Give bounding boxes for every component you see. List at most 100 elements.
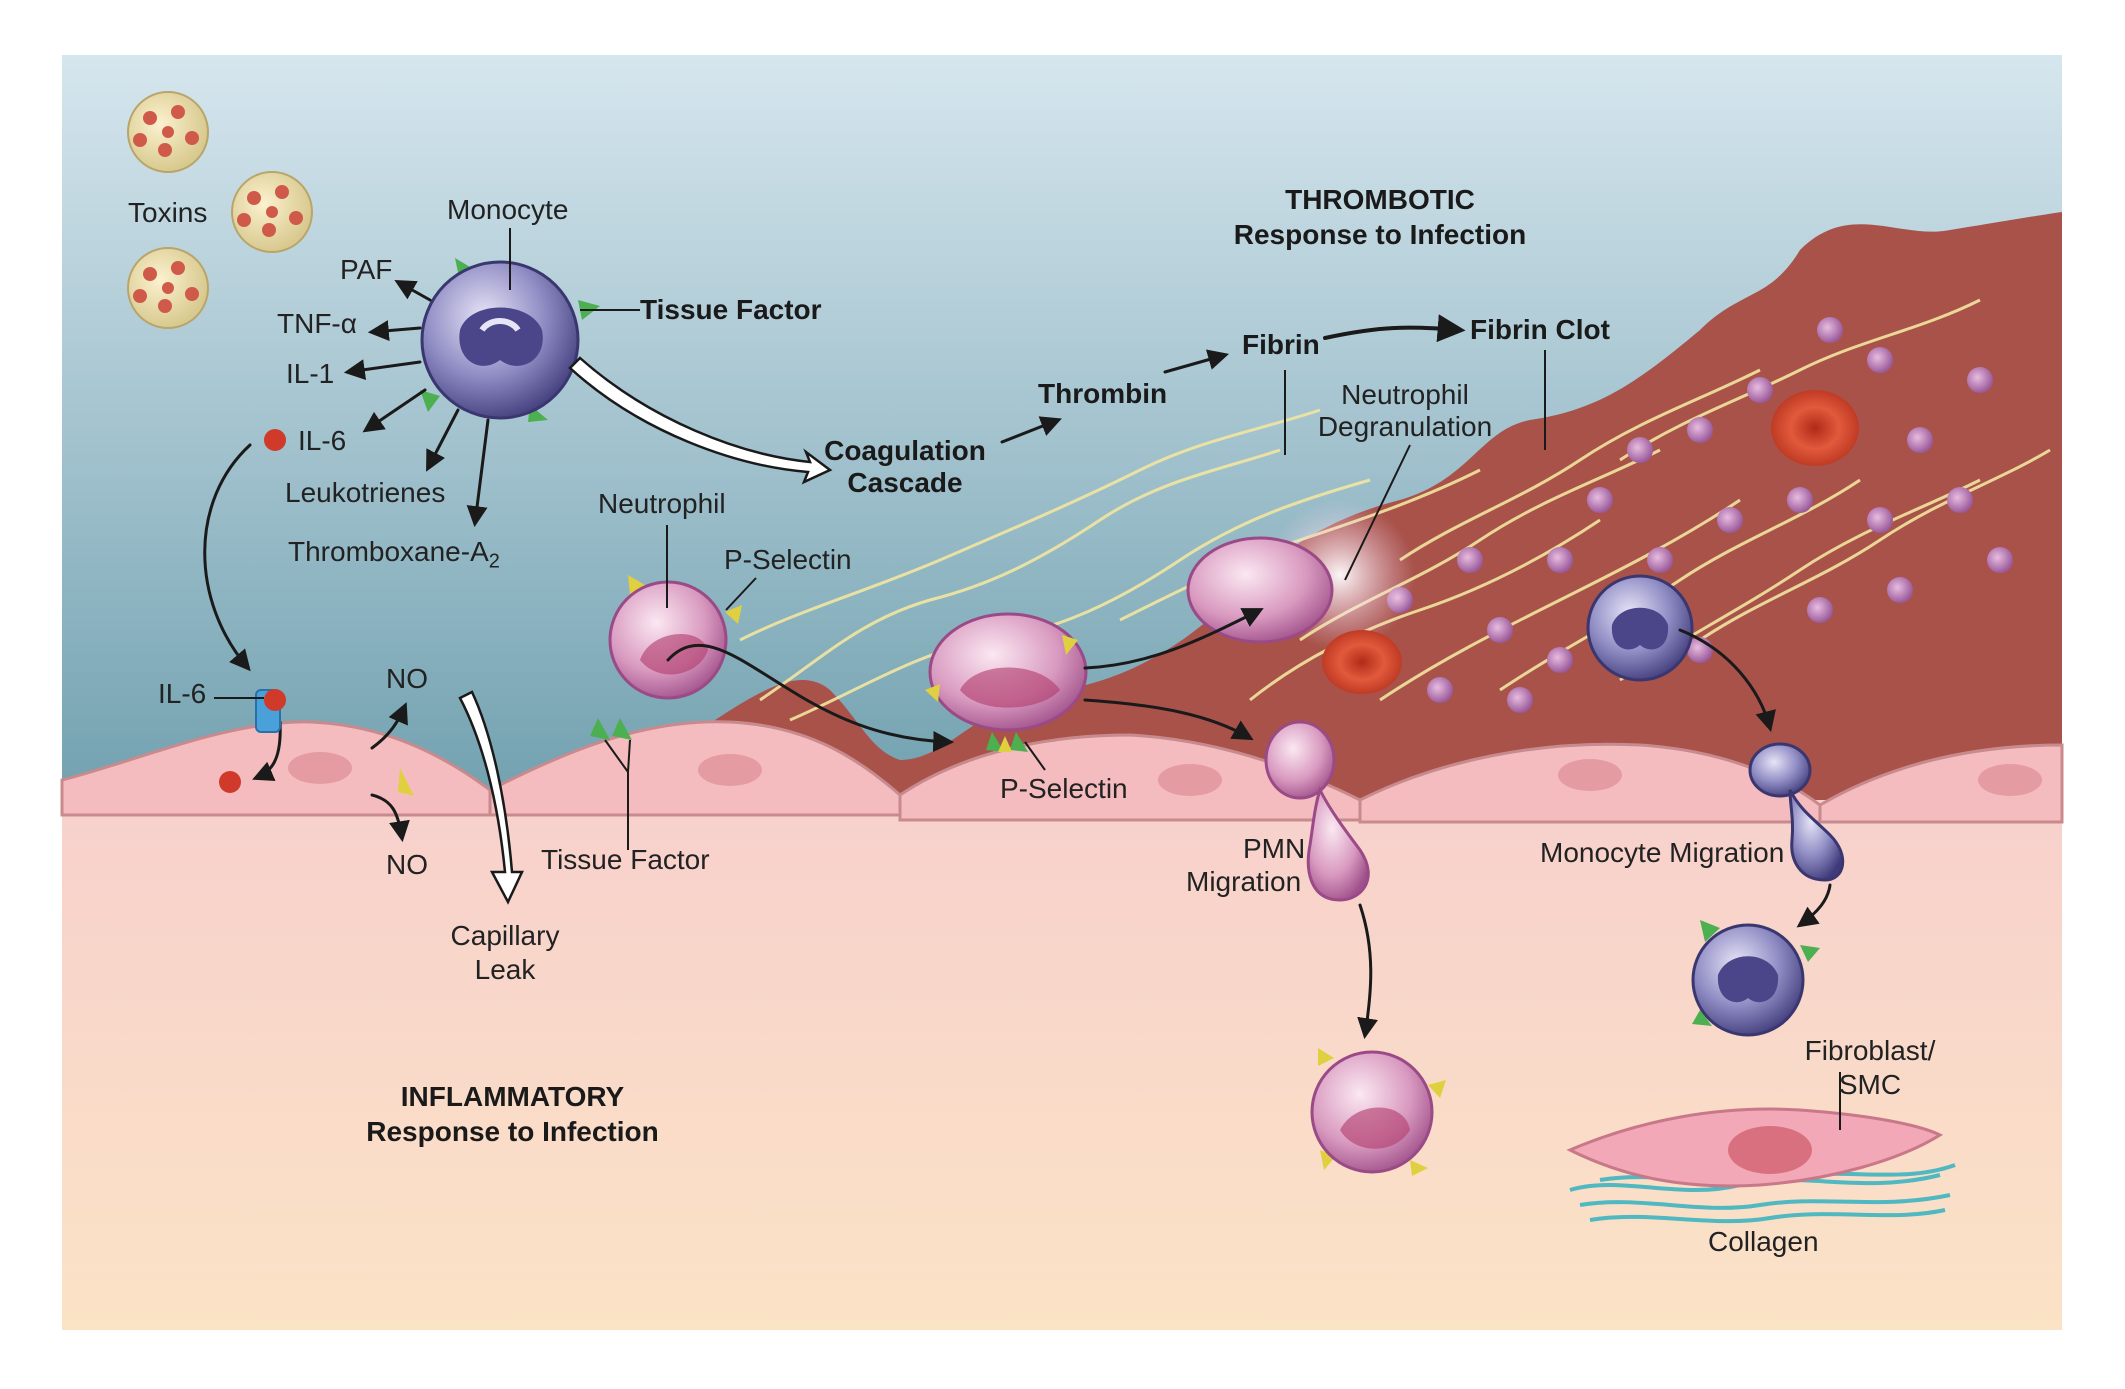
- capillary-leak-arrow: [458, 690, 524, 905]
- arrow-neutrophil-rolling: [666, 643, 955, 753]
- subendothelial-tissue: [62, 790, 2062, 1330]
- il6-label-left: IL-6: [158, 678, 207, 709]
- endothelial-nucleus: [288, 752, 352, 784]
- no-label-bottom: NO: [386, 849, 428, 880]
- arrows: [203, 279, 1832, 1040]
- p-selectin-icon: [628, 575, 645, 595]
- platelet: [1507, 687, 1533, 713]
- platelet: [1587, 487, 1613, 513]
- monocyte-migration-label: Monocyte Migration: [1540, 837, 1785, 868]
- platelet: [1907, 427, 1933, 453]
- leader-p-selectin-bottom: [1024, 741, 1046, 771]
- platelet: [1547, 647, 1573, 673]
- arrow-neutrophil-to-pmn: [1083, 698, 1254, 741]
- platelet: [1547, 547, 1573, 573]
- endothelial-nucleus: [1978, 764, 2042, 796]
- il6-receptor-icon: [255, 689, 286, 733]
- paf-label: PAF: [340, 254, 393, 285]
- arrow-to-no-top: [370, 702, 408, 750]
- pmn-migrating-cell: [1264, 720, 1370, 902]
- collagen-label: Collagen: [1708, 1226, 1819, 1257]
- endothelial-cell: [898, 733, 1362, 822]
- platelet: [1967, 367, 1993, 393]
- arrow-receptor-to-signal: [252, 720, 282, 782]
- platelet: [1987, 547, 2013, 573]
- capillary-leak-line2: Leak: [474, 954, 536, 985]
- thromboxane-label: Thromboxane-A2: [288, 535, 500, 579]
- arrow-to-leukotrienes: [426, 408, 460, 472]
- arrow-to-tnf: [367, 320, 422, 342]
- platelet: [1647, 547, 1673, 573]
- p-selectin-label-top: P-Selectin: [724, 544, 852, 575]
- monocyte-label: Monocyte: [447, 194, 569, 225]
- thrombotic-title-line1: THROMBOTIC: [1285, 184, 1475, 215]
- tissue-factor-icon: [420, 390, 440, 412]
- thrombin-label: Thrombin: [1038, 378, 1168, 409]
- platelet: [1627, 437, 1653, 463]
- tnf-alpha-label: TNF-α: [277, 308, 357, 339]
- fibrin-clot-label: Fibrin Clot: [1470, 314, 1610, 345]
- thrombotic-title-line2: Response to Infection: [1233, 219, 1527, 250]
- endothelial-cell: [488, 720, 902, 817]
- arrow-il6-to-receptor: [203, 443, 252, 672]
- neutrophil-degranulation-line1: Neutrophil: [1341, 379, 1469, 410]
- red-blood-cell: [1322, 630, 1402, 694]
- toxin-icon: [127, 247, 209, 329]
- thromboxane-subscript: 2: [488, 550, 500, 573]
- platelet: [1717, 507, 1743, 533]
- no-molecule-icon: [398, 768, 414, 796]
- monocyte-in-tissue: [1691, 920, 1820, 1037]
- endothelial-layer: [60, 720, 2064, 824]
- endothelial-nucleus: [698, 754, 762, 786]
- thromboxane-text: Thromboxane-A: [288, 536, 489, 567]
- leader-tissue-factor-bottom: [604, 739, 631, 850]
- arrow-to-paf: [394, 279, 432, 302]
- leader-lines: [214, 228, 1841, 1130]
- platelet: [1787, 487, 1813, 513]
- pmn-migration-line2: Migration: [1186, 866, 1302, 897]
- platelet: [1867, 347, 1893, 373]
- p-selectin-icon: [1428, 1080, 1446, 1098]
- capillary-leak-line1: Capillary: [450, 920, 560, 951]
- platelet: [1747, 377, 1773, 403]
- monocyte-migrating-cell: [1748, 742, 1845, 882]
- arrow-pmn-to-tissue: [1357, 903, 1378, 1040]
- inflammatory-title-line1: INFLAMMATORY: [400, 1081, 625, 1112]
- leader-degranulation: [1344, 444, 1411, 581]
- tissue-factor-icon: [1700, 920, 1720, 942]
- platelet: [1947, 487, 1973, 513]
- platelet: [1427, 677, 1453, 703]
- arrow-to-il1: [343, 359, 422, 381]
- arrow-to-thromboxane: [466, 418, 490, 528]
- arrow-thrombin-to-fibrin: [1163, 349, 1230, 374]
- signal-molecule-icon: [219, 771, 241, 793]
- platelet: [1487, 617, 1513, 643]
- fibroblast-label-line2: SMC: [1838, 1069, 1902, 1100]
- fibrin-strands: [739, 298, 2051, 722]
- neutrophil-rolling: [925, 612, 1088, 732]
- arrow-to-no-bottom: [370, 793, 410, 843]
- tissue-factor-label-bottom: Tissue Factor: [541, 844, 710, 875]
- neutrophil-degranulating: [1186, 500, 1415, 650]
- endothelial-tissue-factor: [590, 718, 1028, 752]
- tissue-factor-icon: [1692, 1010, 1712, 1026]
- red-blood-cell: [1771, 390, 1859, 466]
- arrow-coag-to-thrombin: [1000, 416, 1062, 444]
- p-selectin-icon: [1062, 635, 1078, 655]
- arrow-to-il6: [362, 388, 427, 433]
- neutrophil-label: Neutrophil: [598, 488, 726, 519]
- p-selectin-icon: [1410, 1160, 1428, 1176]
- coagulation-label-line2: Cascade: [847, 467, 963, 498]
- endothelial-nucleus: [1158, 764, 1222, 796]
- endothelial-cell: [60, 720, 492, 817]
- il1-label: IL-1: [286, 358, 335, 389]
- endothelial-cell: [1818, 743, 2064, 824]
- no-label-top: NO: [386, 663, 428, 694]
- leukotrienes-label: Leukotrienes: [285, 477, 446, 508]
- endothelial-nucleus: [1558, 759, 1622, 791]
- monocyte-in-clot: [1586, 574, 1694, 682]
- monocyte-cell: [420, 258, 600, 422]
- toxin-icon: [127, 91, 209, 173]
- fibroblast-label-line1: Fibroblast/: [1804, 1035, 1936, 1066]
